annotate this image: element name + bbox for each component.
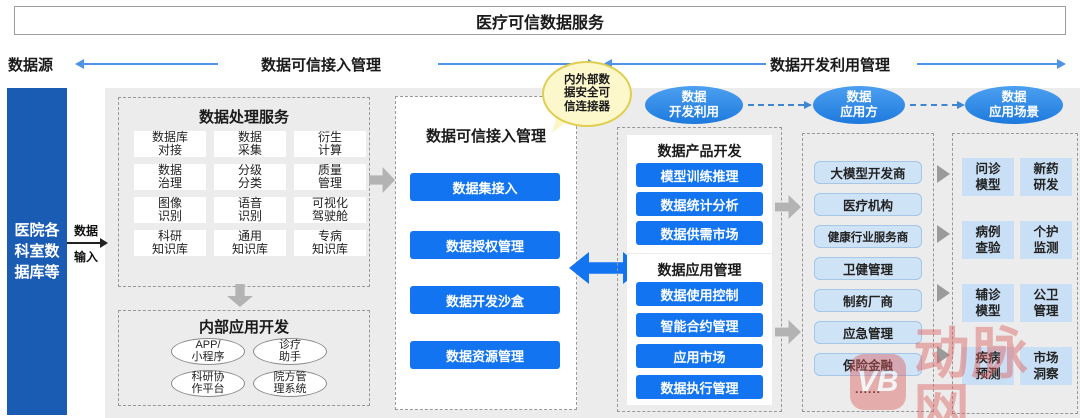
access-node: 数据授权管理 xyxy=(410,231,560,259)
internal-dev-grid: APP/ 小程序 诊疗 助手 科研协 作平台 院方管 理系统 xyxy=(171,338,327,397)
consumers-more: ...... xyxy=(854,382,881,396)
arrow-develop-right-line xyxy=(917,63,1058,65)
processing-cell: 图像 识别 xyxy=(134,197,206,223)
hospital-source-bar: 医院各 科室数 据库等 xyxy=(7,88,67,415)
arrow-develop-left-line xyxy=(612,63,766,65)
processing-cell: 通用 知识库 xyxy=(214,230,286,256)
access-management-box: 数据可信接入管理 数据集接入 数据授权管理 数据开发沙盒 数据资源管理 xyxy=(395,96,577,410)
consumer-item: 保险金融 xyxy=(814,353,922,376)
product-dev-box: 数据产品开发 模型训练推理 数据统计分析 数据供需市场 xyxy=(627,135,772,253)
processing-title: 数据处理服务 xyxy=(198,109,289,126)
flow-dashed-arrow-line xyxy=(910,104,958,106)
flow-stage-develop: 数据 开发利用 xyxy=(645,86,743,124)
develop-utilize-container: 数据产品开发 模型训练推理 数据统计分析 数据供需市场 数据应用管理 数据使用控… xyxy=(617,127,782,412)
access-node: 数据集接入 xyxy=(410,173,560,201)
data-input-arrow-line xyxy=(67,242,101,244)
flow-dashed-arrow-line xyxy=(748,104,804,106)
arrow-to-source-line xyxy=(84,63,218,65)
arrowhead-right-icon xyxy=(937,165,950,183)
arrowhead-right-icon xyxy=(937,284,950,302)
access-box-title: 数据可信接入管理 xyxy=(425,128,546,145)
header-develop-label: 数据开发利用管理 xyxy=(770,57,891,74)
scenario-cell: 病例 查验 xyxy=(962,221,1014,259)
data-input-arrow-head-icon xyxy=(100,238,108,248)
scenario-cell: 辅诊 模型 xyxy=(962,284,1014,322)
processing-services-box: 数据处理服务 数据库 对接 数据 采集 衍生 计算 数据 治理 分级 分类 质量… xyxy=(118,97,370,287)
product-dev-node: 数据供需市场 xyxy=(636,221,763,245)
product-dev-node: 模型训练推理 xyxy=(636,163,763,187)
connector-bubble: 内外部数 据安全可 信连接器 xyxy=(542,61,632,127)
scenario-cell: 市场 洞察 xyxy=(1020,347,1072,385)
flow-dashed-arrow-head-icon xyxy=(804,101,812,109)
app-mgmt-title: 数据应用管理 xyxy=(657,262,742,278)
arrowhead-right-icon xyxy=(937,225,950,243)
consumer-item: 健康行业服务商 xyxy=(814,225,922,248)
scenario-cell: 公卫 管理 xyxy=(1020,284,1072,322)
app-mgmt-node: 应用市场 xyxy=(636,344,763,368)
app-mgmt-node: 智能合约管理 xyxy=(636,313,763,337)
product-dev-node: 数据统计分析 xyxy=(636,192,763,216)
processing-cell: 衍生 计算 xyxy=(294,131,366,157)
access-node: 数据资源管理 xyxy=(410,341,560,369)
diagram-title: 医疗可信数据服务 xyxy=(14,6,1066,35)
processing-grid: 数据库 对接 数据 采集 衍生 计算 数据 治理 分级 分类 质量 管理 图像 … xyxy=(134,131,366,256)
app-mgmt-box: 数据应用管理 数据使用控制 智能合约管理 应用市场 数据执行管理 xyxy=(627,254,772,405)
scenarios-container: 问诊 模型 新药 研发 病例 查验 个护 监测 辅诊 模型 公卫 管理 疾病 预… xyxy=(952,133,1078,414)
internal-dev-box: 内部应用开发 APP/ 小程序 诊疗 助手 科研协 作平台 院方管 理系统 xyxy=(118,310,370,406)
data-input-label-top: 数据 xyxy=(73,224,98,238)
consumer-item: 制药厂商 xyxy=(814,289,922,312)
internal-dev-item: APP/ 小程序 xyxy=(171,338,245,365)
processing-cell: 可视化 驾驶舱 xyxy=(294,197,366,223)
scenario-cell: 个护 监测 xyxy=(1020,221,1072,259)
scenario-cell: 问诊 模型 xyxy=(962,158,1014,196)
header-source-label: 数据源 xyxy=(8,57,54,74)
consumer-item: 卫健管理 xyxy=(814,257,922,280)
scenarios-grid: 问诊 模型 新药 研发 病例 查验 个护 监测 辅诊 模型 公卫 管理 疾病 预… xyxy=(962,158,1072,385)
data-input-label-bottom: 输入 xyxy=(73,250,98,264)
processing-cell: 语音 识别 xyxy=(214,197,286,223)
consumer-item: 大模型开发商 xyxy=(814,161,922,184)
consumer-item: 医疗机构 xyxy=(814,193,922,216)
product-dev-title: 数据产品开发 xyxy=(657,143,742,159)
processing-cell: 数据 采集 xyxy=(214,131,286,157)
flow-dashed-arrow-head-icon xyxy=(957,101,965,109)
arrow-access-right-line xyxy=(438,63,588,65)
scenario-cell: 疾病 预测 xyxy=(962,347,1014,385)
internal-dev-item: 科研协 作平台 xyxy=(171,370,245,397)
processing-cell: 质量 管理 xyxy=(294,164,366,190)
scenario-cell: 新药 研发 xyxy=(1020,158,1072,196)
processing-cell: 分级 分类 xyxy=(214,164,286,190)
processing-cell: 科研 知识库 xyxy=(134,230,206,256)
processing-cell: 数据 治理 xyxy=(134,164,206,190)
header-access-label: 数据可信接入管理 xyxy=(261,57,382,74)
internal-dev-item: 院方管 理系统 xyxy=(253,370,327,397)
consumer-item: 应急管理 xyxy=(814,321,922,344)
flow-stage-consumers: 数据 应用方 xyxy=(813,86,905,124)
arrow-to-source-head-icon xyxy=(75,59,84,69)
processing-cell: 数据库 对接 xyxy=(134,131,206,157)
internal-dev-item: 诊疗 助手 xyxy=(253,338,327,365)
arrow-develop-right-head-icon xyxy=(1057,59,1066,69)
arrowhead-right-icon xyxy=(937,346,950,364)
access-node: 数据开发沙盒 xyxy=(410,286,560,314)
consumers-container: 大模型开发商 医疗机构 健康行业服务商 卫健管理 制药厂商 应急管理 保险金融 … xyxy=(802,133,934,412)
app-mgmt-node: 数据执行管理 xyxy=(636,375,763,399)
processing-cell: 专病 知识库 xyxy=(294,230,366,256)
flow-stage-scenarios: 数据 应用场景 xyxy=(965,86,1063,124)
app-mgmt-node: 数据使用控制 xyxy=(636,282,763,306)
consumers-list: 大模型开发商 医疗机构 健康行业服务商 卫健管理 制药厂商 应急管理 保险金融 xyxy=(814,161,922,376)
internal-dev-title: 内部应用开发 xyxy=(198,319,289,336)
